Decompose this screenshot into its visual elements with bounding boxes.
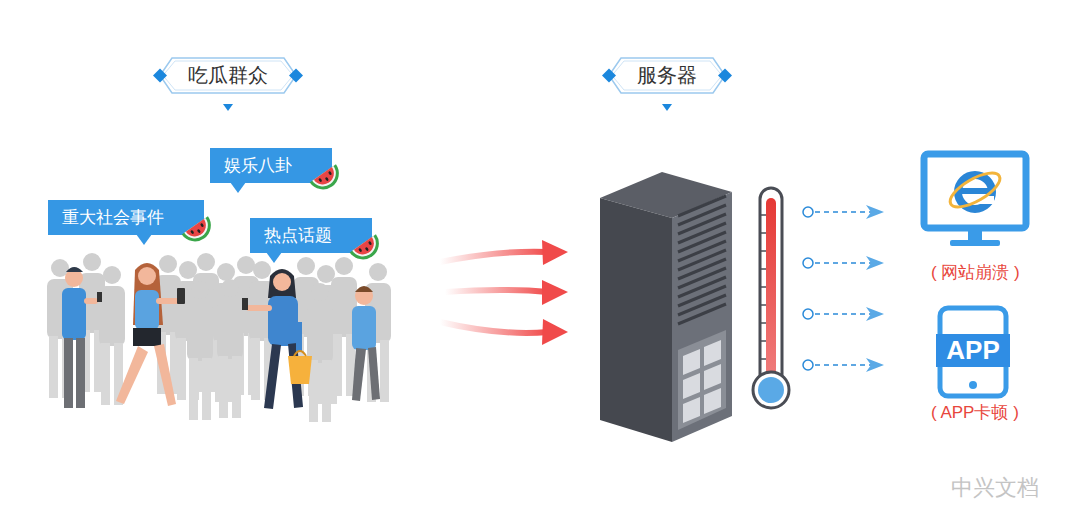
bubble-tail: [266, 252, 282, 263]
node-text: 娱乐八卦: [224, 154, 292, 177]
crowd-silhouettes: [47, 253, 391, 422]
node-text: 重大社会事件: [62, 206, 164, 229]
server-tower: [600, 172, 732, 442]
group-banner: 吃瓜群众: [160, 58, 296, 93]
status-label: ( 网站崩溃 ): [931, 261, 1020, 284]
watermelon-icon: [306, 157, 342, 193]
crowd-people: [62, 263, 380, 409]
node-text: APP: [946, 335, 1000, 366]
heat-dotted-arrows: [803, 205, 884, 372]
app-tablet: [940, 308, 1006, 396]
bubble-tail: [230, 182, 246, 193]
watermelon-icon: [178, 209, 214, 245]
watermark: 中兴文档: [951, 473, 1039, 503]
topic-bubble: 娱乐八卦: [210, 148, 332, 183]
group-banner: 服务器: [609, 58, 725, 93]
node-text: 吃瓜群众: [188, 62, 268, 89]
topic-bubble: 热点话题: [250, 218, 372, 253]
watermelon-icon: [346, 227, 382, 263]
bubble-tail: [136, 234, 152, 245]
browser-monitor: [924, 154, 1026, 246]
node-text: 热点话题: [264, 224, 332, 247]
app-band: APP: [936, 334, 1010, 367]
node-text: 服务器: [637, 62, 697, 89]
thermometer: [753, 188, 789, 408]
incoming-arrows: [440, 240, 568, 345]
status-label: ( APP卡顿 ): [931, 401, 1019, 424]
topic-bubble: 重大社会事件: [48, 200, 204, 235]
